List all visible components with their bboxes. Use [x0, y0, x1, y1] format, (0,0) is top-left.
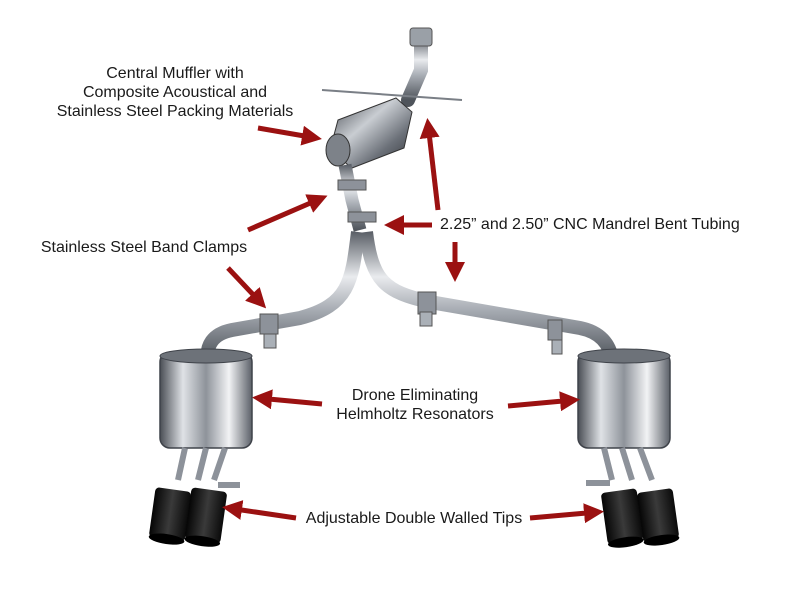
band-clamps-label: Stainless Steel Band Clamps — [40, 239, 248, 256]
resonators-label-line-2: Helmholtz Resonators — [336, 406, 494, 423]
right-resonator — [577, 348, 671, 449]
mid-pipe — [337, 163, 377, 232]
right-branch-pipe — [359, 231, 619, 362]
resonators-label-line-1: Drone Eliminating — [351, 387, 479, 404]
central-muffler-label: Central Muffler with Composite Acoustica… — [30, 64, 320, 121]
central-muffler-label-line-1: Central Muffler with — [106, 65, 244, 82]
arrow-icon — [529, 503, 604, 524]
arrow-icon — [226, 266, 267, 309]
resonators-label: Drone Eliminating Helmholtz Resonators — [322, 386, 508, 424]
left-resonator — [159, 348, 253, 449]
arrow-icon — [222, 500, 297, 521]
arrow-icon — [257, 125, 322, 146]
arrow-icon — [507, 391, 580, 412]
left-tips — [148, 447, 240, 547]
right-tips — [586, 446, 680, 548]
inlet-pipe — [321, 27, 463, 107]
tips-label: Adjustable Double Walled Tips — [305, 510, 523, 527]
central-muffler — [325, 97, 413, 169]
callout-arrows — [222, 118, 604, 524]
central-muffler-label-line-3: Stainless Steel Packing Materials — [56, 103, 294, 120]
arrow-icon — [247, 194, 328, 233]
central-muffler-label-line-2: Composite Acoustical and — [82, 84, 268, 101]
arrow-icon — [419, 118, 441, 211]
left-branch-pipe — [200, 231, 365, 361]
arrow-icon — [252, 389, 323, 410]
tubing-label: 2.25” and 2.50” CNC Mandrel Bent Tubing — [440, 216, 740, 233]
